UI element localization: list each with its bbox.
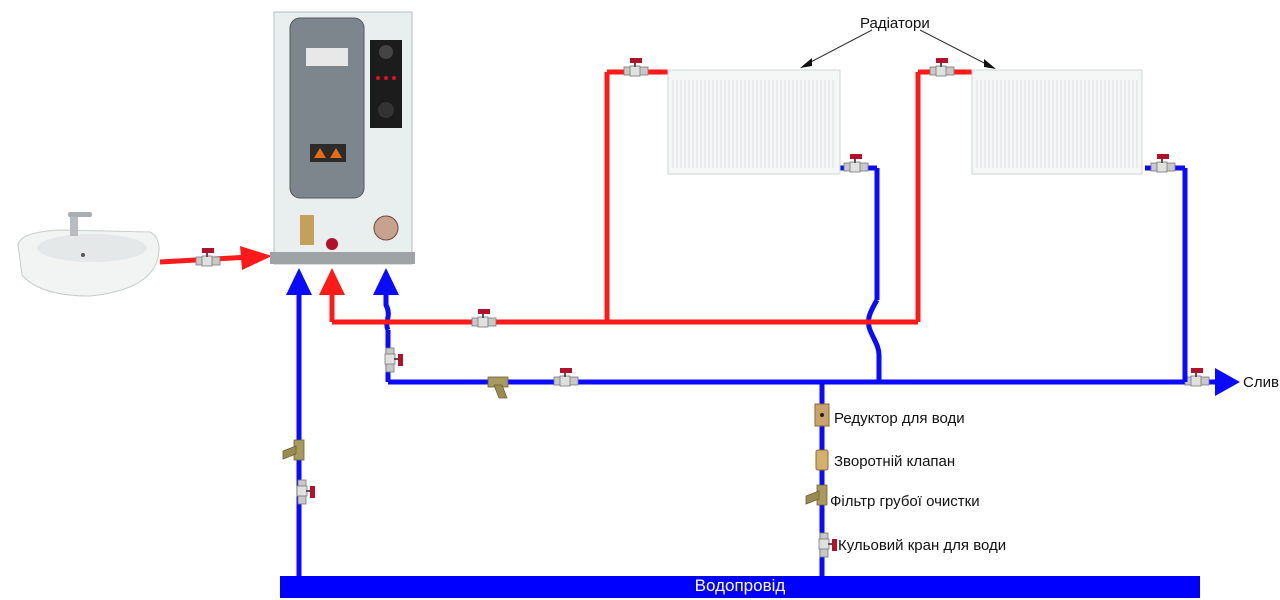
ball-valve-sink (195, 247, 221, 267)
radiator-1 (667, 69, 841, 175)
check-valve-icon (815, 449, 829, 471)
ball-valve-rad1-out (843, 153, 869, 173)
strainer-feed (282, 439, 305, 461)
drain-arrow (1215, 368, 1240, 396)
radiators-label: Радіатори (860, 15, 930, 32)
ball-valve-rad2-in (929, 57, 955, 77)
legend-check-valve: Зворотній клапан (834, 453, 956, 470)
ball-valve-rad1-in (623, 57, 649, 77)
electric-boiler (270, 11, 415, 265)
radiator-2-return (1145, 165, 1188, 382)
ball-valve-drain (1184, 367, 1210, 387)
water-main-label: Водопровід (694, 576, 786, 595)
ball-valve-icon (818, 532, 838, 558)
pressure-reducer-icon (814, 403, 830, 427)
strainer-return (487, 376, 509, 399)
ball-valve-feed (296, 479, 316, 505)
water-main-pipe (280, 576, 1200, 598)
strainer-filter-icon (805, 484, 828, 506)
legend-strainer: Фільтр грубої очистки (830, 493, 980, 510)
washbasin (17, 212, 160, 297)
ball-valve-rad2-out (1150, 153, 1176, 173)
drain-label: Слив (1243, 374, 1279, 391)
return-pipe (373, 268, 1215, 385)
ball-valve-return (384, 347, 404, 373)
ball-valve-supply (471, 308, 497, 328)
legend-ball-valve: Кульовий кран для води (838, 537, 1007, 554)
legend-pressure-reducer: Редуктор для води (834, 410, 965, 427)
radiator-2 (971, 69, 1143, 175)
radiator-1-return (840, 165, 882, 382)
cold-feed-pipe (286, 268, 312, 576)
hot-supply-pipe (319, 69, 972, 325)
ball-valve-return-2 (553, 367, 579, 387)
radiators-pointer (800, 29, 996, 69)
